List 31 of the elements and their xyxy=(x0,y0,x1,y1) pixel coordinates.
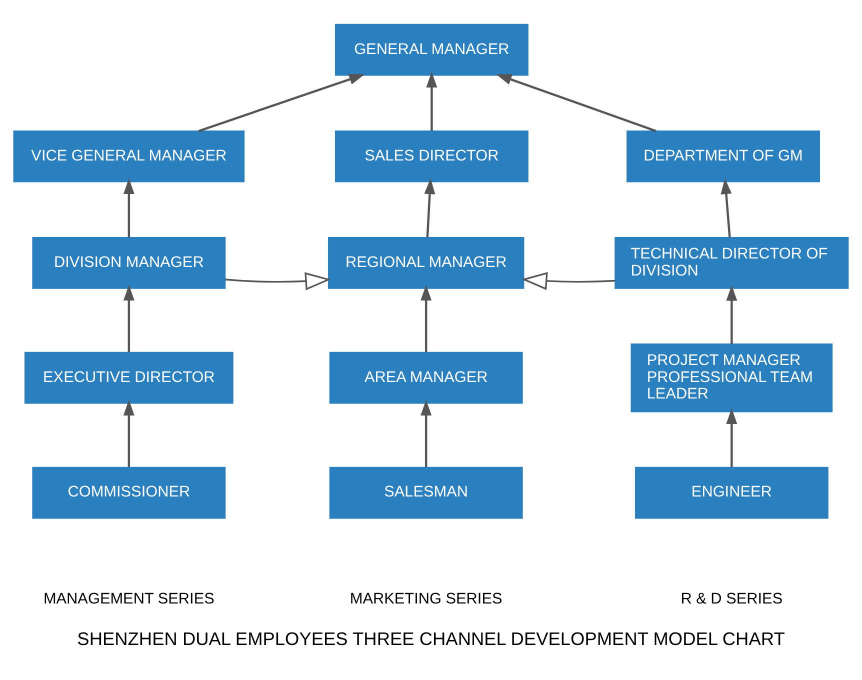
node-box: SALESMAN xyxy=(329,466,523,519)
node-box: EXECUTIVE DIRECTOR xyxy=(24,352,234,404)
node-box: REGIONAL MANAGER xyxy=(328,236,524,289)
arrow xyxy=(720,178,732,238)
node-box: DIVISION MANAGER xyxy=(32,236,226,289)
arrow xyxy=(426,72,438,131)
node-box: COMMISSIONER xyxy=(32,466,226,519)
arrow xyxy=(420,284,432,352)
arrow xyxy=(123,178,134,238)
arrow xyxy=(726,285,738,344)
node-box: AREA MANAGER xyxy=(329,352,523,404)
label: MANAGEMENT SERIES xyxy=(43,590,214,608)
arrow xyxy=(726,408,738,468)
arrow xyxy=(420,400,432,468)
node-box: TECHNICAL DIRECTOR OF DIVISION xyxy=(614,236,849,289)
arrow xyxy=(521,272,616,290)
arrow xyxy=(424,178,436,238)
node-box: VICE GENERAL MANAGER xyxy=(13,130,245,182)
arrow xyxy=(225,272,331,290)
label: R & D SERIES xyxy=(680,590,783,608)
arrow xyxy=(496,74,656,132)
node-box: ENGINEER xyxy=(634,466,828,519)
arrow xyxy=(123,284,134,352)
node-box: GENERAL MANAGER xyxy=(334,24,528,76)
label: MARKETING SERIES xyxy=(350,590,502,608)
node-box: DEPARTMENT OF GM xyxy=(626,130,820,182)
node-box: SALES DIRECTOR xyxy=(334,130,528,182)
arrow xyxy=(123,400,134,468)
arrow xyxy=(198,74,365,132)
node-box: PROJECT MANAGER PROFESSIONAL TEAM LEADER xyxy=(630,344,833,412)
caption: SHENZHEN DUAL EMPLOYEES THREE CHANNEL DEVELOPMENT MODEL CHART xyxy=(77,628,785,649)
